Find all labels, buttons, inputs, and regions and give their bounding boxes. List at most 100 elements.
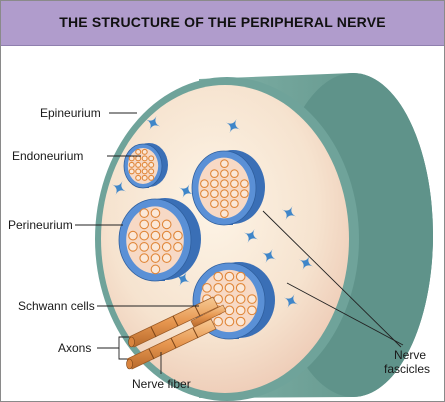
axon-cross-section: [150, 264, 161, 275]
star-cell: [146, 116, 160, 130]
axon-cross-section: [141, 168, 148, 175]
title-banner: THE STRUCTURE OF THE PERIPHERAL NERVE: [1, 1, 444, 46]
axon-cross-section: [210, 169, 219, 179]
label-nerve-fascicles-line1: Nerve: [394, 348, 426, 362]
axon-cross-section: [161, 253, 172, 263]
axon-cross-section: [150, 230, 161, 241]
axon-cross-section: [200, 189, 209, 199]
fascicles-leader-1: [262, 210, 402, 348]
star-cell: [299, 256, 313, 270]
axon-cross-section: [220, 179, 229, 189]
label-nerve-fiber: Nerve fiber: [132, 377, 191, 391]
axon-cross-section: [139, 242, 150, 252]
axon-cross-section: [173, 242, 183, 252]
leader-lines: [75, 112, 404, 374]
axon-cross-section: [150, 219, 161, 230]
diagram-title: THE STRUCTURE OF THE PERIPHERAL NERVE: [59, 14, 386, 30]
label-endoneurium: Endoneurium: [12, 149, 83, 163]
axon-cross-section: [213, 283, 224, 293]
axon-cross-section: [247, 294, 257, 304]
axon-cross-section: [224, 305, 235, 316]
axon-cross-section: [135, 161, 142, 168]
axon-cross-section: [224, 271, 235, 282]
star-cell: [226, 119, 240, 133]
axon-cross-section: [148, 161, 155, 168]
axon-cross-section: [139, 253, 150, 263]
axon-cross-section: [148, 168, 155, 175]
axon-cross-section: [235, 271, 246, 282]
axon-cross-section: [230, 199, 239, 209]
axon-cross-section: [135, 174, 142, 181]
axon-cross-section: [150, 242, 161, 252]
axon-cross-section: [220, 199, 229, 209]
nerve-illustration: Epineurium Endoneurium Perineurium Schwa…: [8, 73, 433, 401]
labels: Epineurium Endoneurium Perineurium Schwa…: [8, 106, 430, 391]
fascicles-leader-2: [286, 282, 404, 346]
star-cell: [176, 272, 190, 286]
axon-cross-section: [161, 242, 172, 252]
axon-cross-section: [220, 209, 229, 219]
axons-leader-top: [97, 336, 129, 349]
axon-cross-section: [240, 179, 249, 189]
axon-cross-section: [141, 148, 148, 155]
axon-cross-section: [202, 283, 212, 293]
axon-cross-section: [135, 148, 142, 155]
axon-cross-section: [235, 305, 246, 316]
axon-cross-section: [148, 155, 155, 162]
axon-cross-section: [139, 219, 150, 230]
axon-cross-section: [235, 283, 246, 293]
axon-cross-section: [128, 242, 138, 252]
nerve-fiber-small: [190, 304, 227, 328]
label-nerve-fascicles-line2: fascicles: [384, 362, 430, 376]
axon-cross-section: [150, 208, 161, 218]
axon-cross-section: [128, 230, 138, 241]
axon-cross-section: [128, 168, 135, 175]
axon-cross-section: [210, 179, 219, 189]
fascicle-3: [118, 198, 201, 282]
axon-cross-section: [141, 161, 148, 168]
star-cell: [112, 181, 126, 195]
axon-cross-section: [139, 208, 150, 218]
label-perineurium: Perineurium: [8, 218, 73, 232]
axon-cross-section: [220, 159, 229, 169]
axon-cross-section: [224, 316, 235, 327]
axon-cross-section: [150, 253, 161, 263]
axon-cross-section: [141, 155, 148, 162]
axon-cross-section: [224, 294, 235, 304]
axon-cross-section: [247, 305, 257, 316]
nerve-fibers: [126, 296, 227, 370]
axon-cross-section: [230, 179, 239, 189]
fascicle-4: [192, 262, 275, 340]
nerve-fiber-lower: [126, 318, 217, 370]
star-cell: [179, 184, 193, 198]
axon-cross-section: [235, 294, 246, 304]
axon-cross-section: [128, 155, 135, 162]
axon-cross-section: [148, 174, 155, 181]
axon-cross-section: [161, 230, 172, 241]
star-cell: [284, 294, 298, 308]
axon-cross-section: [220, 189, 229, 199]
axon-cross-section: [210, 189, 219, 199]
axon-cross-section: [220, 169, 229, 179]
axon-cross-section: [135, 168, 142, 175]
nerve-fiber-upper: [128, 296, 219, 348]
fascicle-1: [123, 143, 168, 189]
axon-cross-section: [230, 189, 239, 199]
label-epineurium: Epineurium: [40, 106, 101, 120]
axon-cross-section: [213, 271, 224, 282]
axon-cross-section: [213, 316, 224, 327]
axon-cross-section: [224, 283, 235, 293]
label-schwann-cells: Schwann cells: [18, 299, 95, 313]
star-cell: [262, 249, 276, 263]
axon-cross-section: [173, 230, 183, 241]
axon-cross-section: [135, 155, 142, 162]
axon-cross-section: [230, 169, 239, 179]
star-cell: [244, 229, 258, 243]
axon-cross-section: [128, 161, 135, 168]
star-cell: [282, 206, 296, 220]
axon-cross-section: [240, 189, 249, 199]
axon-cross-section: [200, 179, 209, 189]
axon-cross-section: [139, 230, 150, 241]
axon-cross-section: [210, 199, 219, 209]
axon-cross-section: [235, 316, 246, 327]
